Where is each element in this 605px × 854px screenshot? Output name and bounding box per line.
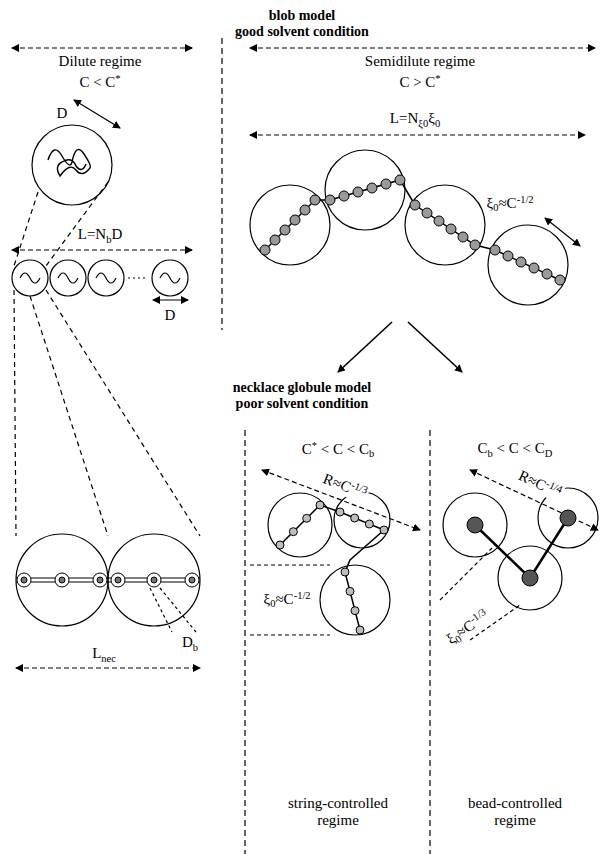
regime-name: bead-controlled regime [466, 795, 564, 830]
dimension-label: Db [180, 634, 200, 653]
length-label: L=Nξ0ξ0 [388, 110, 442, 129]
concentration-range: C < C* [77, 73, 122, 92]
scaling-label: ξ0≈C-1/2 [261, 590, 312, 610]
length-label: Lnec [90, 645, 118, 664]
dimension-label: D [163, 307, 178, 324]
concentration-range: Cb < C < CD [476, 440, 555, 459]
scaling-label: ξ0≈C-1/3 [441, 605, 495, 651]
regime-name: string-controlled regime [286, 795, 390, 830]
length-label: L=NbD [76, 226, 125, 245]
scaling-label: ξ0≈C-1/2 [484, 194, 535, 214]
scaling-label: R≈C-1/4 [514, 465, 566, 503]
regime-label: Dilute regime [57, 53, 144, 70]
regime-label: Semidilute regime [363, 53, 477, 70]
dimension-label: D [55, 105, 70, 122]
concentration-range: C > C* [397, 73, 442, 92]
concentration-range: C* < C < Cb [300, 440, 376, 460]
figure-title: blob model good solvent condition [233, 8, 371, 40]
section-heading: necklace globule model poor solvent cond… [231, 380, 373, 412]
